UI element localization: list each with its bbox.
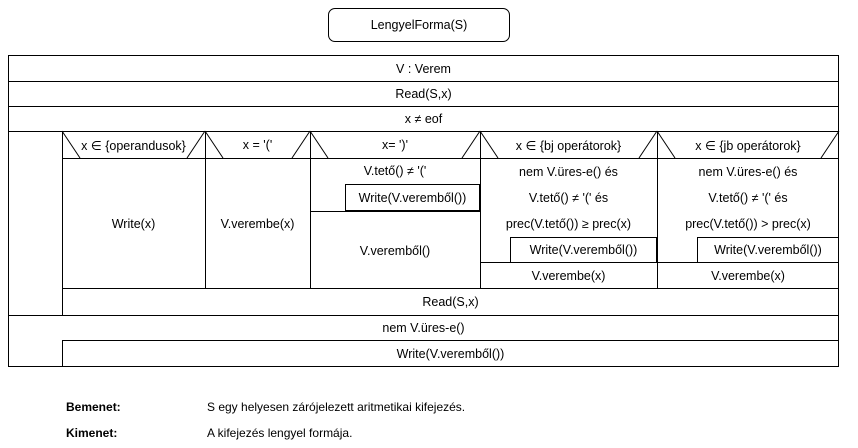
loop2-condition: nem V.üres-e() xyxy=(382,321,465,335)
case-condition-operand: x ∈ {operandusok} xyxy=(81,138,186,153)
divider xyxy=(480,262,657,263)
push-statement: V.verembe(x) xyxy=(531,269,606,283)
write-pop-statement: Write(V.veremből()) xyxy=(529,243,638,257)
divider xyxy=(62,340,839,341)
output-label: Kimenet: xyxy=(66,426,118,440)
divider xyxy=(480,131,481,289)
write-pop-statement: Write(V.veremből()) xyxy=(714,243,822,257)
push-statement: V.verembe(x) xyxy=(220,217,295,231)
case-condition-left-assoc-op: x ∈ {bj operátorok} xyxy=(515,138,622,153)
declaration-statement: V : Verem xyxy=(396,61,451,76)
pop-statement: V.veremből() xyxy=(359,243,431,258)
input-label: Bemenet: xyxy=(66,400,121,414)
output-description: A kifejezés lengyel formája. xyxy=(207,426,353,440)
divider xyxy=(310,211,480,212)
input-description: S egy helyesen zárójelezett aritmetikai … xyxy=(207,400,466,414)
divider xyxy=(205,131,206,289)
inner-loop-condition-line-3: prec(V.tető()) > prec(x) xyxy=(685,216,811,231)
read-statement-inner: Read(S,x) xyxy=(422,295,479,309)
divider xyxy=(8,315,839,316)
write-pop-statement: Write(V.veremből()) xyxy=(358,190,467,205)
inner-loop-condition-line-2: V.tető() ≠ '(' és xyxy=(708,190,788,205)
inner-loop-condition-line-2: V.tető() ≠ '(' és xyxy=(528,190,609,205)
loop2-body-left-border xyxy=(62,340,63,367)
algorithm-title: LengyelForma(S) xyxy=(328,8,510,42)
divider xyxy=(8,106,839,107)
case-condition-right-assoc-op: x ∈ {jb operátorok} xyxy=(695,138,801,153)
inner-loop-condition: V.tető() ≠ '(' xyxy=(363,164,427,178)
inner-loop-body xyxy=(510,237,657,263)
push-statement: V.verembe(x) xyxy=(711,269,785,283)
inner-loop-condition-line-1: nem V.üres-e() és xyxy=(519,164,618,179)
divider xyxy=(310,131,311,289)
divider xyxy=(657,131,658,289)
inner-loop-condition-line-3: prec(V.tető()) ≥ prec(x) xyxy=(505,216,632,231)
inner-loop-condition-line-1: nem V.üres-e() és xyxy=(698,164,798,179)
write-pop-statement-final: Write(V.veremből()) xyxy=(396,347,505,361)
inner-loop-body xyxy=(345,184,480,211)
case-condition-open-paren: x = '(' xyxy=(242,138,273,152)
divider xyxy=(657,262,839,263)
case-condition-close-paren: x= ')' xyxy=(382,138,408,152)
divider xyxy=(62,158,839,159)
inner-loop-body xyxy=(697,237,839,263)
write-operand-statement: Write(x) xyxy=(111,217,156,231)
read-statement: Read(S,x) xyxy=(395,87,452,101)
loop-condition: x ≠ eof xyxy=(404,112,443,126)
divider xyxy=(8,81,839,82)
